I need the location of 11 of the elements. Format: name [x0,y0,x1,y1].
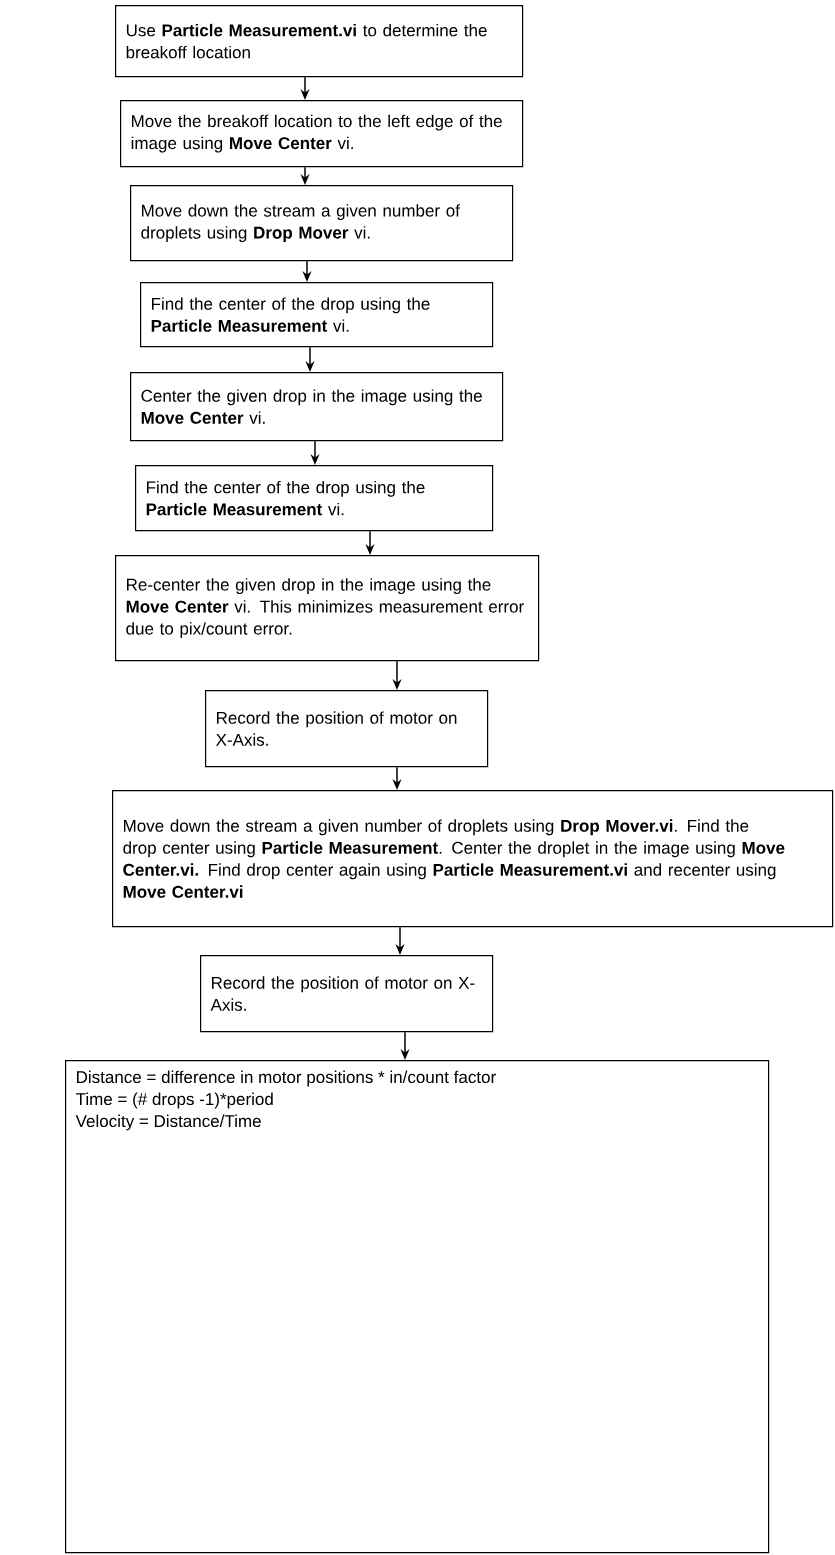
process-box: Use Particle Measurement.vi to determine the breakoff location [115,5,524,78]
process-box: Move down the stream a given number of droplets using Drop Mover.vi. Find the drop center using Particle Measurement. Center the droplet in the image using Move Center.vi. Find drop center again using Particle Measurement.vi and recenter using Move Center.vi [112,790,834,928]
process-box: Distance = difference in motor positions * in/count factor Time = (# drops -1)*period Velocity = Distance/Time [65,1060,770,1554]
process-box: Find the center of the drop using the Particle Measurement vi. [140,282,494,348]
process-box: Move down the stream a given number of droplets using Drop Mover vi. [130,185,514,262]
process-box: Record the position of motor on X-Axis. [205,690,489,768]
process-box: Move the breakoff location to the left edge of the image using Move Center vi. [120,100,524,168]
process-box: Find the center of the drop using the Particle Measurement vi. [135,465,494,532]
process-box: Re-center the given drop in the image using the Move Center vi. This minimizes measurement error due to pix/count error. [115,555,540,662]
process-box: Record the position of motor on X-Axis. [200,955,494,1033]
process-box: Center the given drop in the image using the Move Center vi. [130,372,504,442]
